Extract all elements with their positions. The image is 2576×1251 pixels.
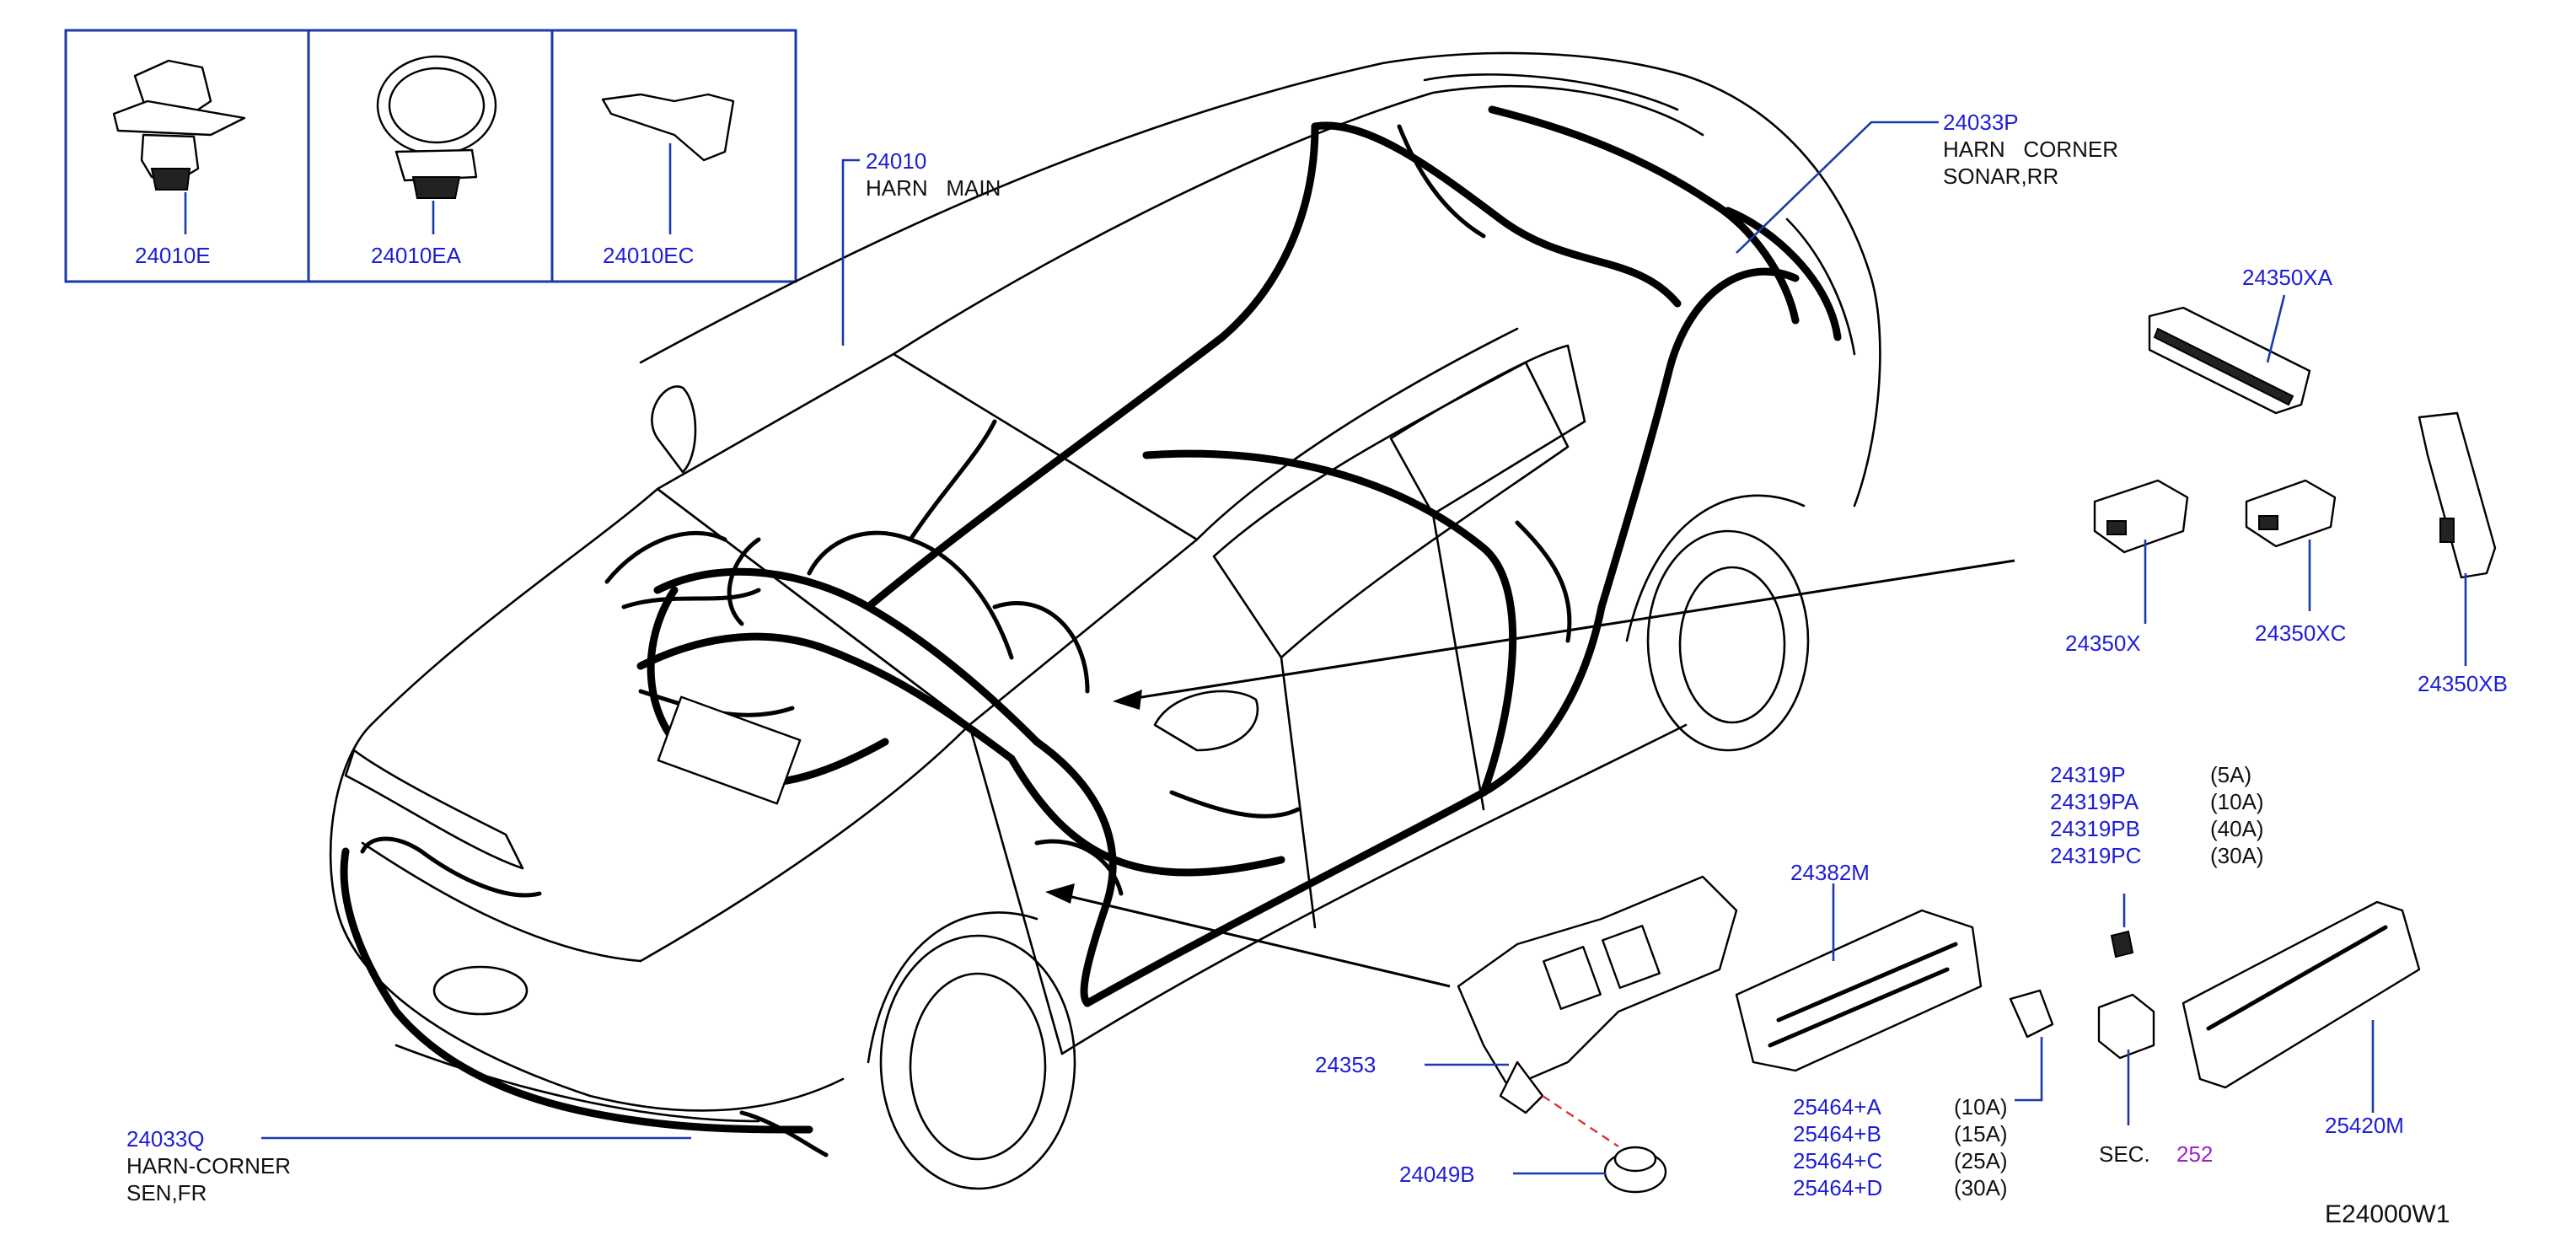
grommet-24049b-drawing bbox=[1542, 1095, 1667, 1194]
relay-sec252-drawing bbox=[2097, 993, 2155, 1060]
part-label-24350x: 24350X bbox=[2065, 631, 2141, 656]
part-label-24033p: 24033P bbox=[1943, 110, 2019, 135]
fuse-list-25464: 25464+A (10A) 25464+B (15A) 25464+C (25A… bbox=[1793, 1094, 2008, 1200]
fuse-rating: (40A) bbox=[2210, 816, 2264, 841]
part-label-24010: 24010 bbox=[866, 148, 926, 174]
fuse-part-no: 25464+C bbox=[1793, 1148, 1882, 1173]
clip-24010ec-drawing bbox=[601, 93, 735, 234]
main-harness-routing bbox=[340, 105, 1842, 1157]
part-label-24382m: 24382M bbox=[1790, 860, 1870, 885]
fuse-rating: (10A) bbox=[1954, 1094, 2008, 1119]
module-24350xb-drawing bbox=[2418, 411, 2497, 579]
fuse-rating: (30A) bbox=[2210, 843, 2264, 868]
fuse-part-no: 24319PB bbox=[2050, 816, 2140, 841]
part-label-24049b: 24049B bbox=[1399, 1162, 1475, 1187]
part-label-24010ec: 24010EC bbox=[603, 243, 694, 268]
fuse-24319-drawing bbox=[2110, 930, 2134, 958]
section-ref-number: 252 bbox=[2176, 1141, 2213, 1167]
clip-24010ea-drawing bbox=[376, 55, 497, 234]
fuse-part-no: 25464+A bbox=[1793, 1094, 1881, 1119]
fuse-25464-drawing bbox=[2009, 989, 2054, 1039]
desc-harn-corner-rr: HARN CORNER bbox=[1943, 137, 2118, 162]
fuse-rating: (25A) bbox=[1954, 1148, 2008, 1173]
part-label-24033q: 24033Q bbox=[126, 1126, 205, 1152]
fuse-part-no: 24319PA bbox=[2050, 789, 2139, 814]
part-label-24010ea: 24010EA bbox=[371, 243, 462, 268]
connector-24350xc-drawing bbox=[2245, 479, 2337, 548]
part-label-24350xb: 24350XB bbox=[2418, 671, 2508, 696]
desc-harn-corner-fr: HARN-CORNER bbox=[126, 1153, 291, 1179]
desc-sen-fr: SEN,FR bbox=[126, 1180, 207, 1205]
fuse-part-no: 24319PC bbox=[2050, 843, 2141, 868]
part-label-24010e: 24010E bbox=[135, 243, 211, 268]
vehicle-body-outline bbox=[329, 51, 1881, 1190]
part-label-25420m: 25420M bbox=[2325, 1113, 2404, 1138]
bracket-24353-drawing bbox=[1457, 875, 1738, 1114]
fuse-part-no: 25464+D bbox=[1793, 1175, 1882, 1200]
fuse-rating: (15A) bbox=[1954, 1121, 2008, 1146]
fuse-rating: (10A) bbox=[2210, 789, 2264, 814]
desc-harn-main: HARN MAIN bbox=[866, 175, 1001, 201]
clip-24010e-drawing bbox=[112, 59, 246, 234]
clip-inset-box: 24010E 24010EA 24010EC bbox=[64, 29, 797, 283]
leader-lines bbox=[261, 121, 2467, 1175]
relay-box-24382m-drawing bbox=[1735, 909, 1983, 1072]
fuse-list-24319: 24319P (5A) 24319PA (10A) 24319PB (40A) … bbox=[2050, 762, 2264, 868]
fuse-rating: (30A) bbox=[1954, 1175, 2008, 1200]
part-label-24353: 24353 bbox=[1315, 1052, 1376, 1077]
connector-24350x-drawing bbox=[2093, 479, 2189, 554]
fuse-part-no: 25464+B bbox=[1793, 1121, 1881, 1146]
desc-sonar-rr: SONAR,RR bbox=[1943, 164, 2058, 189]
part-label-24350xa: 24350XA bbox=[2242, 265, 2333, 290]
section-ref-prefix: SEC. bbox=[2099, 1141, 2150, 1167]
pointer-arrows bbox=[1045, 559, 2015, 988]
fuse-part-no: 24319P bbox=[2050, 762, 2126, 787]
control-unit-24350xa-drawing bbox=[2148, 306, 2311, 415]
ipdm-25420m-drawing bbox=[2182, 900, 2421, 1089]
part-label-24350xc: 24350XC bbox=[2255, 620, 2346, 646]
fuse-rating: (5A) bbox=[2210, 762, 2251, 787]
diagram-code: E24000W1 bbox=[2325, 1200, 2450, 1228]
